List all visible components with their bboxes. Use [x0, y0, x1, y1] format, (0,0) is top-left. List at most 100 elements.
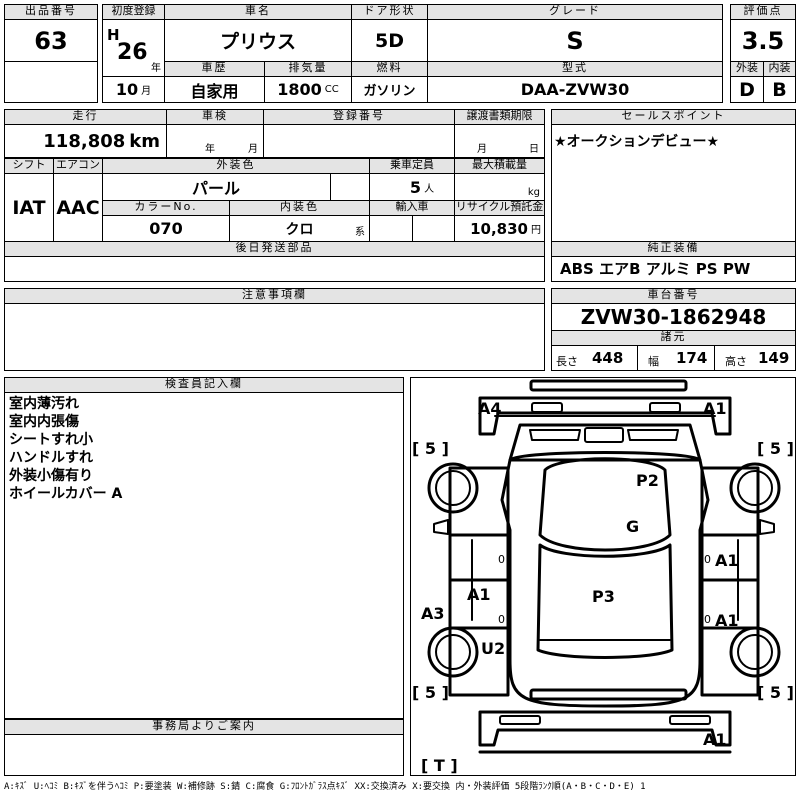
remark-line: 外装小傷有り — [9, 468, 93, 484]
rear-lamp-l — [499, 715, 541, 725]
reg-year-value: 26 — [117, 40, 148, 65]
import-divider — [412, 215, 413, 242]
height-value: 149 — [758, 349, 790, 367]
mark-zero: 0 — [498, 553, 505, 566]
history-header: 車歴 — [164, 61, 265, 77]
remark-line: 室内薄汚れ — [9, 396, 79, 412]
tire-rl-score: [ 5 ] — [412, 683, 449, 702]
kei-unit: 系 — [355, 227, 365, 238]
specs-divider-1 — [637, 345, 638, 371]
score-value: 3.5 — [730, 19, 796, 62]
shift-value: IAT — [4, 173, 54, 242]
cabin — [536, 543, 674, 659]
length-label: 長さ — [556, 355, 578, 368]
rear-bumper — [478, 710, 732, 747]
aircon-header: エアコン — [53, 158, 103, 174]
door-type-header: ドア形状 — [351, 4, 428, 20]
chassis-value: ZVW30-1862948 — [551, 303, 796, 331]
width-label: 幅 — [648, 355, 659, 368]
tire-fr-score: [ 5 ] — [757, 439, 794, 458]
sales-point-text: ★オークションデビュー★ — [554, 134, 720, 150]
int-color-header: 内装色 — [229, 200, 370, 216]
fuel-value: ガソリン — [351, 76, 428, 103]
reg-month-value: 10 — [115, 80, 139, 99]
later-parts-box — [4, 256, 545, 282]
reg-no-value — [263, 124, 455, 158]
ext-color-divider — [330, 173, 331, 201]
notes-box — [4, 303, 545, 371]
fuel-header: 燃料 — [351, 61, 428, 77]
car-name-header: 車名 — [164, 4, 352, 20]
office-box — [4, 734, 404, 776]
recycle-header: リサイクル預託金 — [454, 200, 545, 216]
remark-line: 室内内張傷 — [9, 414, 79, 430]
dmg-a1-front: A1 — [703, 399, 727, 418]
notes-header: 注意事項欄 — [4, 288, 545, 304]
specs-header: 諸元 — [551, 330, 796, 346]
reg-no-header: 登録番号 — [263, 109, 455, 125]
km-unit: km — [129, 130, 160, 152]
mark-zero: 0 — [704, 613, 711, 626]
front-grille-r — [649, 402, 681, 413]
hood-inner — [529, 429, 679, 441]
roof — [538, 457, 672, 552]
lot-no-blank — [4, 61, 98, 103]
inspection-header: 車検 — [166, 109, 264, 125]
transfer-deadline-header: 譲渡書類期限 — [454, 109, 545, 125]
interior-score: B — [763, 76, 796, 103]
color-no-value: 070 — [102, 215, 230, 242]
dmg-u2: U2 — [481, 639, 506, 658]
inspector-header: 検査員記入欄 — [4, 377, 404, 393]
mileage-number: 118,808 — [43, 130, 126, 152]
length-value: 448 — [592, 349, 624, 367]
interior-header: 内装 — [763, 61, 796, 77]
grade-value: S — [427, 19, 723, 62]
shift-header: シフト — [4, 158, 54, 174]
exterior-score: D — [730, 76, 764, 103]
damage-legend: A:ｷｽﾞ U:ﾍｺﾐ B:ｷｽﾞを伴うﾍｺﾐ P:要塗装 W:補修跡 S:錆 … — [4, 782, 646, 792]
people-unit: 人 — [424, 183, 435, 195]
max-load-value: kg — [454, 173, 545, 201]
rear-lamp-r — [669, 715, 711, 725]
remark-line: ハンドルすれ — [9, 450, 93, 466]
import-header: 輸入車 — [369, 200, 455, 216]
front-grille — [531, 402, 563, 413]
tire-rear-left — [427, 626, 479, 678]
hood-center — [584, 427, 624, 443]
car-name-value: プリウス — [164, 19, 352, 62]
tire-fl-score: [ 5 ] — [412, 439, 449, 458]
specs-row: 長さ 448 幅 174 高さ 149 — [551, 345, 796, 371]
int-color-value: クロ 系 — [229, 215, 370, 242]
remark-line: シートすれ小 — [9, 432, 93, 448]
ext-color-header: 外装色 — [102, 158, 370, 174]
sales-point-header: セールスポイント — [551, 109, 796, 125]
car-diagram-frame — [410, 377, 796, 776]
car-diagram — [427, 379, 781, 754]
dmg-p3: P3 — [592, 587, 615, 606]
inspection-value: 年 月 — [166, 124, 264, 158]
color-no-header: カラーNo. — [102, 200, 230, 216]
left-rear-fender — [448, 626, 510, 697]
height-label: 高さ — [725, 355, 747, 368]
insp-month-unit: 月 — [248, 144, 258, 155]
model-code-value: DAA-ZVW30 — [427, 76, 723, 103]
right-front-fender — [700, 466, 760, 537]
left-mirror — [433, 519, 449, 535]
history-value: 自家用 — [164, 76, 265, 103]
score-header: 評価点 — [730, 4, 796, 20]
month-unit: 月 — [141, 86, 152, 97]
era-mark: H — [107, 26, 120, 44]
specs-divider-2 — [714, 345, 715, 371]
transfer-deadline-value: 月 日 — [454, 124, 545, 158]
insp-year-unit: 年 — [205, 144, 215, 155]
aircon-value: AAC — [53, 173, 103, 242]
exterior-header: 外装 — [730, 61, 764, 77]
mileage-header: 走行 — [4, 109, 167, 125]
dmg-g: G — [626, 517, 640, 536]
first-reg-year: H 26 年 — [102, 19, 165, 77]
door-type-value: 5D — [351, 19, 428, 62]
remark-line: ホイールカバー A — [9, 486, 123, 502]
displacement-header: 排気量 — [264, 61, 352, 77]
